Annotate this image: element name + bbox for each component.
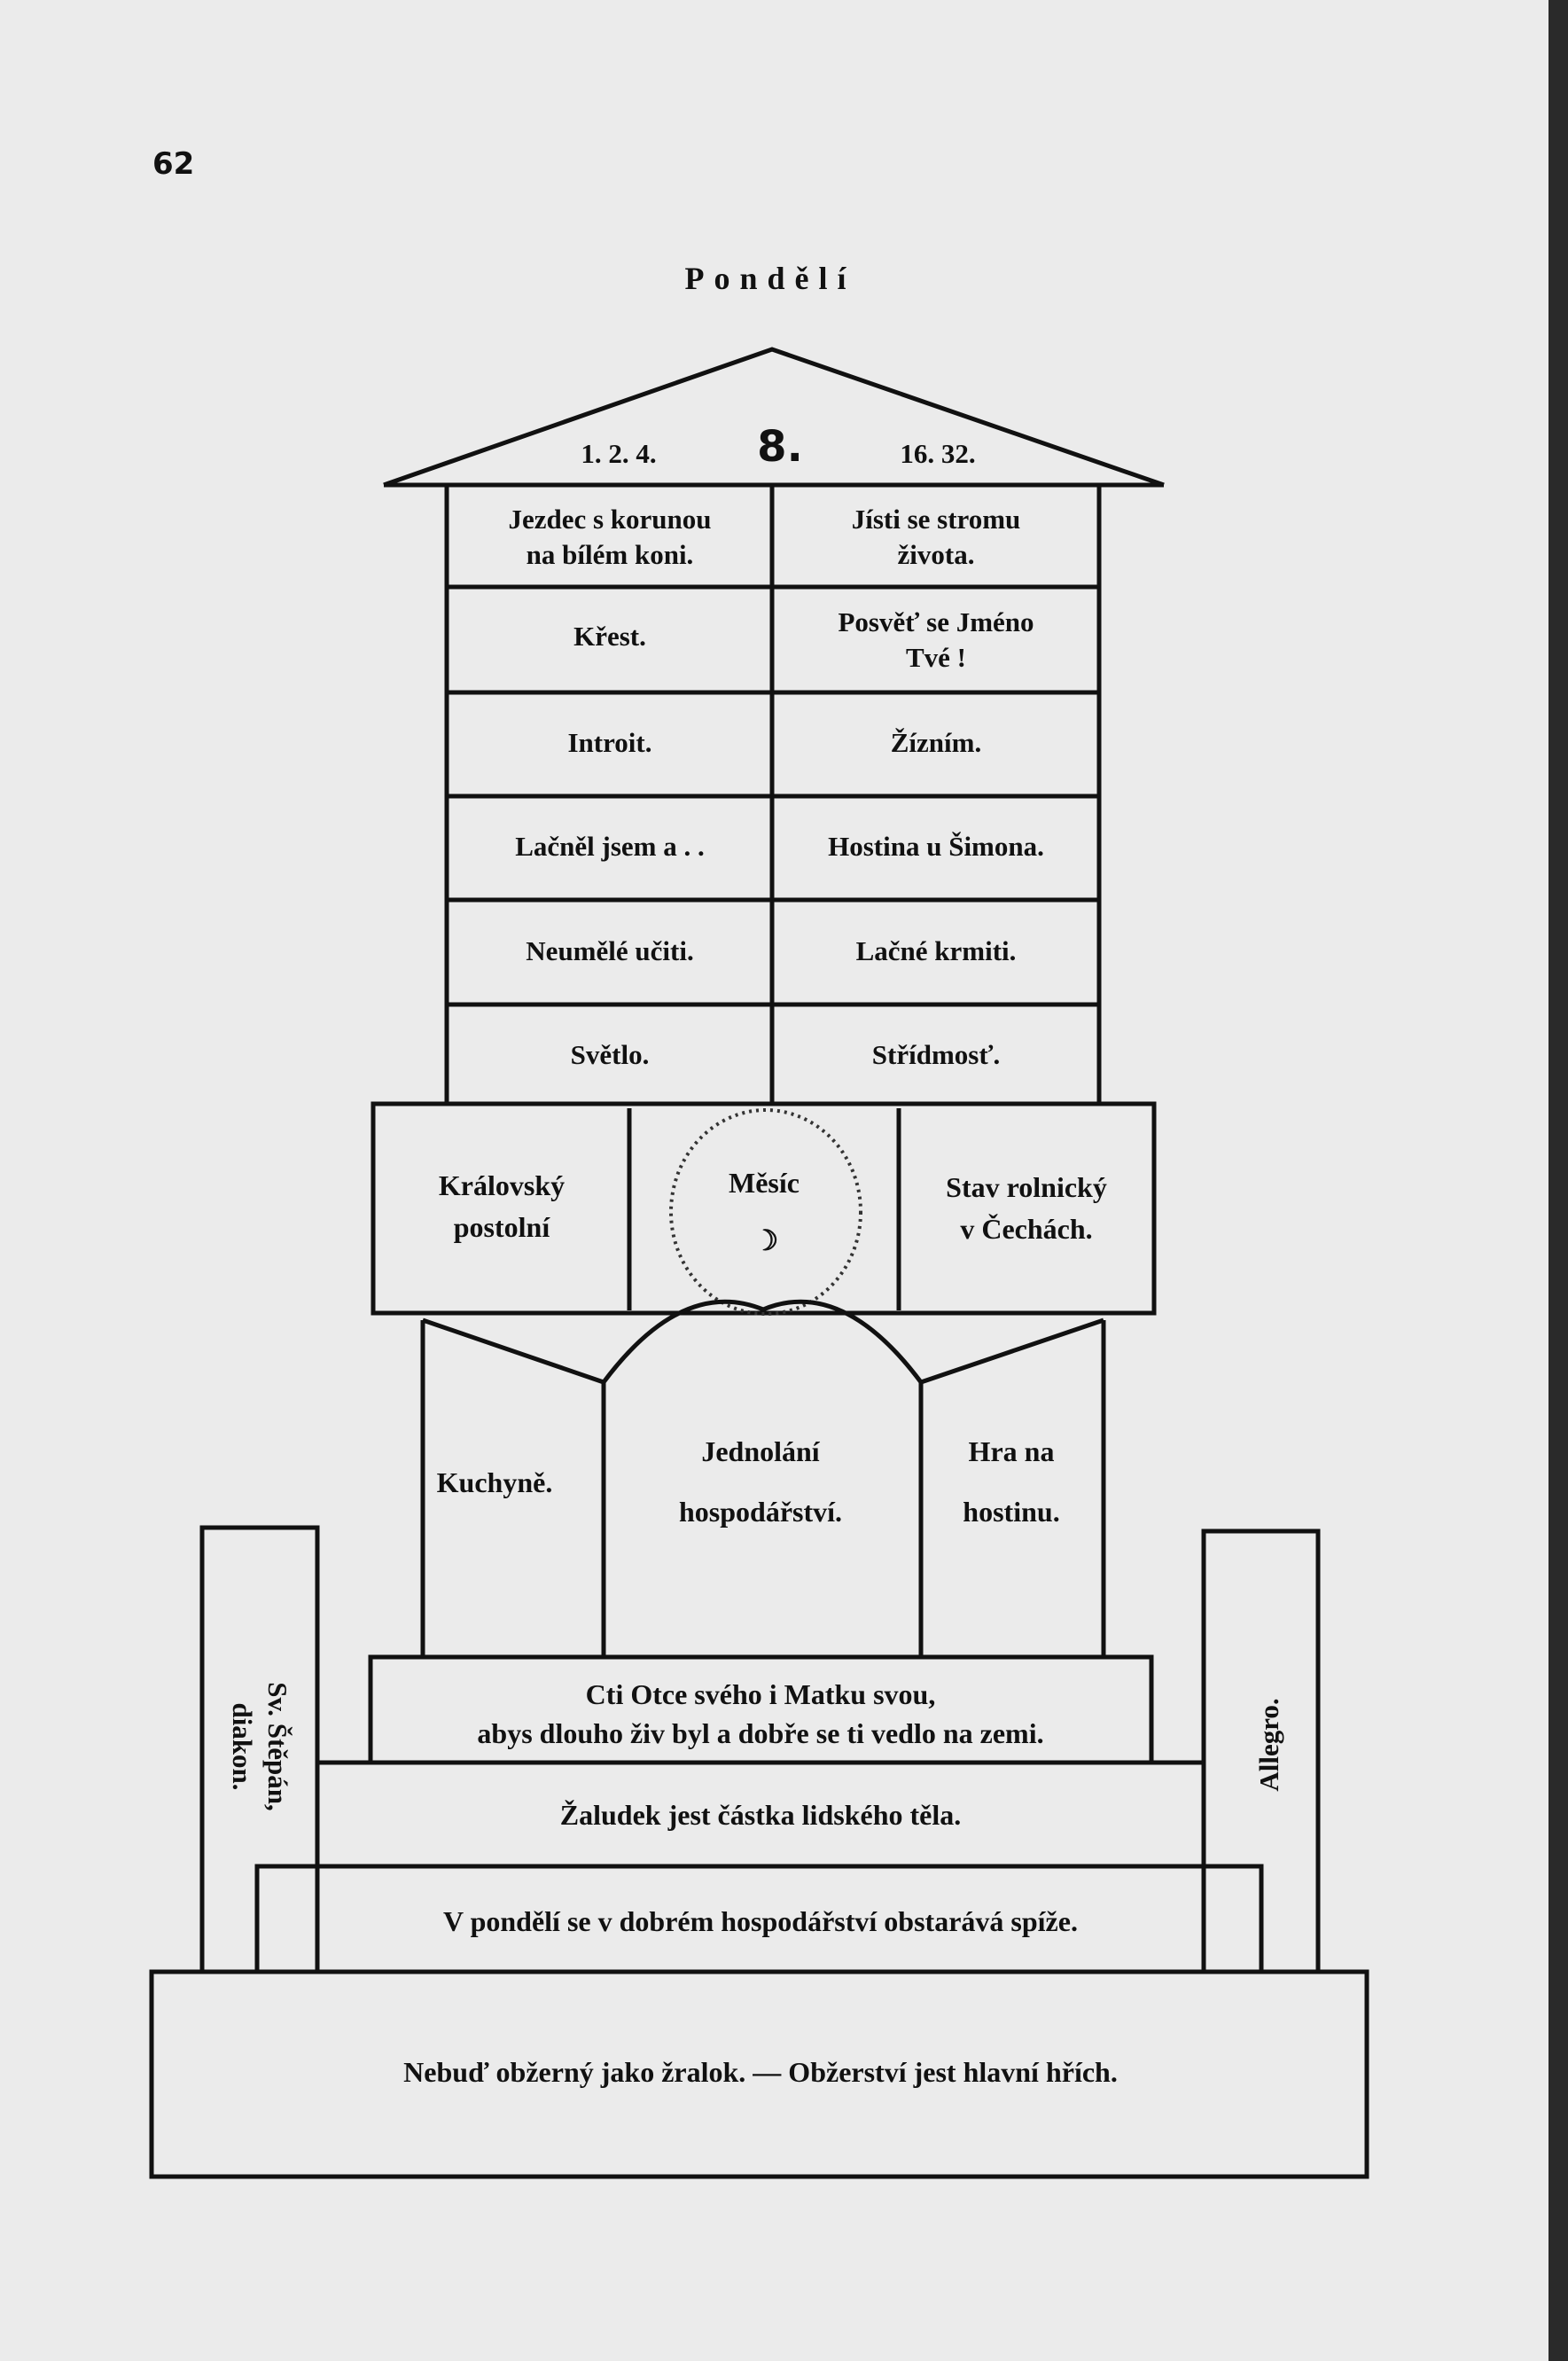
middle-band (371, 1101, 1157, 1316)
cell-text: Jísti se stromu (852, 504, 1021, 535)
middle-left-text: postolní (454, 1211, 551, 1243)
cell-text: Hostina u Šimona. (828, 831, 1044, 862)
cell-text: Střídmosť. (872, 1039, 1000, 1070)
cell-text: Světlo. (571, 1039, 650, 1070)
cell-text: Lačněl jsem a . . (515, 831, 705, 862)
left-pillar-label: Sv. Štěpán, diakon. (227, 1682, 293, 1811)
middle-right-text: Stav rolnický (946, 1171, 1107, 1203)
pantry-text: V pondělí se v dobrém hospodářství obsta… (443, 1905, 1078, 1937)
book-right-text: Hra na (969, 1435, 1055, 1467)
cell-text: života. (898, 539, 975, 570)
row-lines (447, 584, 1099, 1007)
cell-text: Žízním. (891, 727, 981, 758)
roof-right-numbers: 16. 32. (900, 438, 975, 469)
page-edge (1548, 0, 1568, 2361)
moon-circle (669, 1108, 862, 1316)
middle-left-text: Královský (439, 1169, 565, 1201)
left-pillar-text: Sv. Štěpán, (262, 1682, 293, 1811)
roof-center-number: 8. (757, 422, 803, 472)
right-pillar-label: Allegro. (1253, 1698, 1284, 1791)
cell-text: Tvé ! (906, 642, 966, 673)
page-title: Pondělí (684, 261, 855, 296)
book-right-text: hostinu. (963, 1496, 1059, 1528)
cell-text: Neumělé učiti. (526, 935, 693, 966)
right-pillar-text: Allegro. (1253, 1698, 1284, 1791)
book-center-text: Jednolání (701, 1435, 820, 1467)
middle-right-text: v Čechách. (960, 1213, 1092, 1245)
left-pillar (199, 1525, 320, 1974)
moon-icon: ☽ (753, 1224, 779, 1256)
roof (383, 347, 1165, 488)
book-center-text: hospodářství. (679, 1496, 842, 1528)
base-text: Nebuď obžerný jako žralok. — Obžerství j… (403, 2056, 1118, 2088)
house-cells: Jezdec s korunou na bílém koni. Jísti se… (508, 504, 1043, 1070)
cell-text: na bílém koni. (527, 539, 694, 570)
commandment-text: abys dlouho živ byl a dobře se ti vedlo … (477, 1717, 1043, 1749)
cell-text: Lačné krmiti. (856, 935, 1017, 966)
cell-text: Jezdec s korunou (508, 504, 711, 535)
commandment-text: Cti Otce svého i Matku svou, (586, 1678, 936, 1710)
book-left-text: Kuchyně. (437, 1466, 553, 1498)
cell-text: Posvěť se Jméno (838, 606, 1034, 637)
page-number: 62 (152, 146, 194, 182)
cell-text: Introit. (567, 727, 651, 758)
cell-text: Křest. (573, 621, 646, 652)
roof-left-numbers: 1. 2. 4. (581, 438, 656, 469)
stomach-text: Žaludek jest částka lidského těla. (560, 1799, 961, 1831)
book-outline (420, 1299, 1106, 1656)
moon-label: Měsíc (729, 1167, 800, 1199)
base-box (149, 1969, 1369, 2179)
left-pillar-text: diakon. (227, 1702, 258, 1790)
